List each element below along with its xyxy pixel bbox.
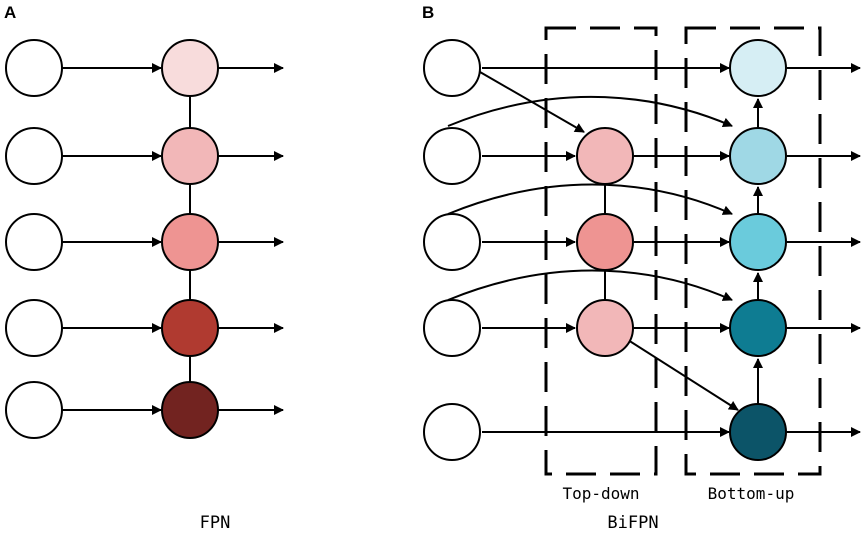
bifpn-bottom-up-nodes: [729, 39, 787, 461]
bu-node-level-3: [729, 213, 787, 271]
bottom-up-box: [684, 26, 822, 476]
bifpn-caption: BiFPN: [607, 513, 658, 533]
fpn-caption: FPN: [200, 513, 231, 533]
fpn-input-node: [5, 127, 63, 185]
fpn-input-arrows: [62, 63, 162, 415]
skip-arrow-row3: [447, 183, 733, 215]
bifpn-td-bu-arrows: [627, 151, 739, 411]
bifpn-output-arrows: [787, 63, 861, 437]
td-node-level-2: [576, 127, 634, 185]
panel-a-letter: A: [4, 3, 16, 22]
bifpn-skip-connections: [447, 95, 733, 301]
bifpn-input-node: [423, 299, 481, 357]
bifpn-input-node: [423, 127, 481, 185]
fpn-input-node: [5, 213, 63, 271]
fpn-input-node: [5, 39, 63, 97]
bu-node-level-1: [729, 39, 787, 97]
panel-b-letter: B: [422, 3, 434, 22]
td-node-level-3: [576, 213, 634, 271]
bifpn-top-down-nodes: [576, 127, 634, 357]
fpn-output-arrows: [218, 63, 284, 415]
bifpn-input-node: [423, 403, 481, 461]
bu-node-level-4: [729, 299, 787, 357]
bu-node-level-2: [729, 127, 787, 185]
bifpn-input-nodes: [423, 39, 481, 461]
bifpn-direct-arrows: [482, 63, 730, 437]
fpn-input-node: [5, 381, 63, 439]
td-node-level-4: [576, 299, 634, 357]
fpn-input-nodes: [5, 39, 63, 439]
fpn-node-level-2: [161, 127, 219, 185]
bottom-up-label: Bottom-up: [708, 484, 795, 503]
fpn-node-level-3: [161, 213, 219, 271]
bu-node-level-5: [729, 403, 787, 461]
fpn-node-level-4: [161, 299, 219, 357]
skip-arrow-row4: [447, 269, 733, 301]
top-down-box: [544, 26, 658, 476]
bifpn-input-node: [423, 39, 481, 97]
fpn-feature-nodes: [161, 39, 219, 439]
fpn-node-level-5: [161, 381, 219, 439]
top-down-label: Top-down: [562, 484, 639, 503]
fpn-node-level-1: [161, 39, 219, 97]
skip-arrow-row2: [447, 95, 733, 128]
fpn-input-node: [5, 299, 63, 357]
bu-diag-arrow-row5: [627, 339, 739, 411]
bifpn-input-node: [423, 213, 481, 271]
